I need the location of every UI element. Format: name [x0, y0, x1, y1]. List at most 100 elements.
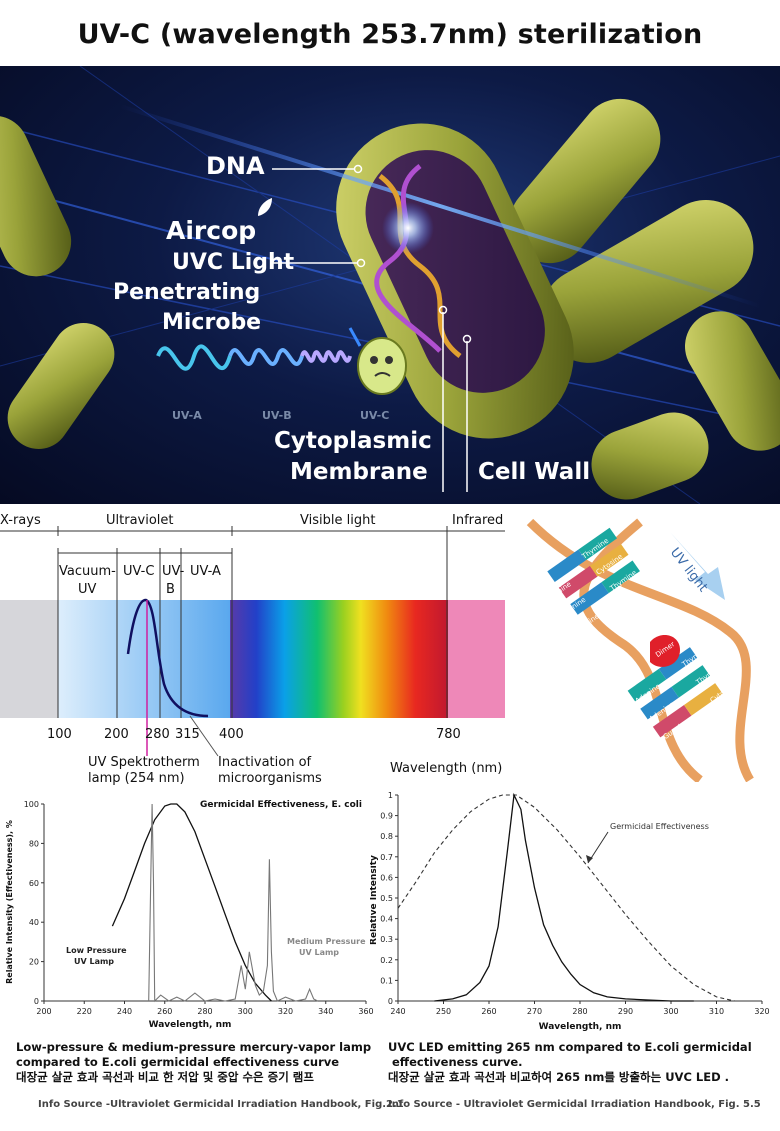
chart1-y-tick-label: 20	[29, 958, 39, 967]
cytoplasmic-label: Cytoplasmic	[274, 428, 432, 454]
chart2-y-tick-label: 0.3	[380, 935, 393, 944]
chart2-series-1-line	[397, 794, 735, 1002]
leader-lines	[272, 164, 472, 492]
chart1-annotation-medium: Medium Pressure	[287, 937, 366, 946]
chart1-annotation-medium-2: UV Lamp	[299, 948, 339, 957]
wavelength-axis-label: Wavelength (nm)	[390, 761, 503, 776]
uva-range-label: UV-A	[190, 564, 221, 579]
chart1-x-tick-label: 340	[318, 1007, 333, 1016]
germ-mascot-icon	[348, 327, 407, 395]
chart2-x-tick-label: 270	[527, 1007, 542, 1016]
uv-a-label: UV-A	[172, 409, 202, 422]
ultraviolet-label: Ultraviolet	[106, 513, 174, 528]
chart1-x-tick-label: 280	[197, 1007, 212, 1016]
chart2-y-tick-label: 0.9	[380, 812, 393, 821]
chart1-x-tick-label: 360	[358, 1007, 373, 1016]
chart2-series-2-line	[434, 792, 694, 1002]
chart2-annotation: Germicidal Effectiveness	[610, 822, 709, 831]
tick-280: 280	[145, 727, 170, 742]
right-caption-line1: UVC LED emitting 265 nm compared to E.co…	[388, 1040, 752, 1054]
inactivation-label-2: microorganisms	[218, 771, 322, 786]
band-dividers	[57, 536, 448, 718]
microbe-label: Microbe	[162, 310, 262, 335]
uv-b-label: UV-B	[262, 409, 292, 422]
page-title: UV-C (wavelength 253.7nm) sterilization …	[77, 19, 703, 120]
chart2-y-tick-label: 0.8	[380, 832, 393, 841]
tick-315: 315	[175, 727, 200, 742]
inactivation-label: Inactivation of	[218, 755, 312, 770]
inactivation-pointer	[189, 715, 219, 757]
chart2-x-tick-label: 320	[754, 1007, 769, 1016]
chart2-y-tick-label: 0.4	[380, 915, 393, 924]
chart1-ylabel: Relative Intensity (Effectiveness), %	[5, 820, 14, 984]
chart2-x-tick-label: 310	[709, 1007, 724, 1016]
lamp-label-2: lamp (254 nm)	[88, 771, 185, 786]
dna-dimer-diagram: UV light Adenine Guanine Adenine Thymine…	[526, 518, 754, 782]
tick-200: 200	[104, 727, 129, 742]
chart2-y-tick-label: 0.5	[380, 894, 393, 903]
tick-780: 780	[436, 727, 461, 742]
chart1-annotation-low-2: UV Lamp	[74, 957, 114, 966]
chart1-y-tick-label: 100	[24, 800, 39, 809]
chart2-y-tick-label: 0.7	[380, 853, 393, 862]
inactivation-curve	[126, 598, 209, 718]
chart2-y-tick-label: 0.1	[380, 976, 393, 985]
uvc-light-label: UVC Light	[172, 250, 295, 275]
uvb-range-label: UV-	[162, 564, 185, 579]
chart1-title: Germicidal Effectiveness, E. coli	[200, 800, 362, 810]
uv-c-label: UV-C	[360, 409, 390, 422]
chart2-x-tick-label: 240	[390, 1007, 405, 1016]
chart1-x-tick-label: 200	[36, 1007, 51, 1016]
chart1-x-tick-label: 320	[278, 1007, 293, 1016]
spectrum-section: X-rays Ultraviolet Visible light Infrare…	[0, 504, 780, 790]
chart2-y-tick-label: 0.6	[380, 873, 393, 882]
visible-band	[230, 600, 448, 718]
chart1-x-tick-label: 260	[157, 1007, 172, 1016]
uvb-range-label-2: B	[166, 582, 175, 597]
base-pairs	[547, 527, 723, 738]
chart1-y-tick-label: 80	[29, 839, 39, 848]
chart2-y-tick-label: 0.2	[380, 956, 393, 965]
brand-label: Aircop	[166, 216, 257, 245]
chart2-x-tick-label: 250	[436, 1007, 451, 1016]
chart2-x-tick-label: 300	[663, 1007, 678, 1016]
penetrating-label: Penetrating	[113, 280, 261, 305]
chart2-y-tick-label: 1	[388, 791, 393, 800]
cell-wall-label: Cell Wall	[478, 459, 591, 485]
infrared-band	[448, 600, 505, 718]
chart2-x-tick-label: 290	[618, 1007, 633, 1016]
hero-illustration: DNA Aircop UVC Light Penetrating Microbe…	[0, 66, 780, 504]
visible-light-label: Visible light	[300, 513, 376, 528]
infrared-label: Infrared	[452, 513, 504, 528]
vacuum-uv-label: Vacuum-	[59, 564, 116, 579]
tick-100: 100	[47, 727, 72, 742]
left-caption-line2: compared to E.coli germicidal effectiven…	[16, 1055, 340, 1069]
left-caption-line1: Low-pressure & medium-pressure mercury-v…	[16, 1040, 372, 1054]
chart1-x-tick-label: 220	[77, 1007, 92, 1016]
uv-impact-flare	[382, 202, 434, 254]
right-caption-line3: 대장균 살균 효과 곡선과 비교하여 265 nm를 방출하는 UVC LED …	[388, 1070, 730, 1084]
left-source: Info Source -Ultraviolet Germicidal Irra…	[38, 1099, 404, 1110]
leaf-icon	[258, 198, 272, 216]
chart2-ylabel: Relative Intensity	[370, 855, 379, 945]
uv-light-arrow-icon	[670, 532, 725, 600]
chart2-y-tick-label: 0	[388, 997, 393, 1006]
uv-waves	[156, 344, 352, 371]
right-source: Info Source - Ultraviolet Germicidal Irr…	[388, 1099, 761, 1110]
xrays-label: X-rays	[0, 513, 41, 528]
chart1-x-tick-label: 240	[117, 1007, 132, 1016]
chart2-x-tick-label: 280	[572, 1007, 587, 1016]
left-caption-line3: 대장균 살균 효과 곡선과 비교 한 저압 및 중압 수은 증기 램프	[16, 1070, 314, 1084]
chart1-x-tick-label: 300	[238, 1007, 253, 1016]
uvc-range-label: UV-C	[123, 564, 155, 579]
chart2-xlabel: Wavelength, nm	[539, 1022, 622, 1032]
chart2-annotation-arrowhead	[586, 855, 593, 863]
chart1-series-2-line	[148, 803, 318, 1003]
uv-band	[58, 600, 230, 718]
right-caption-line2: effectiveness curve.	[388, 1055, 523, 1069]
chart1-y-tick-label: 0	[34, 997, 39, 1006]
vacuum-uv-label-2: UV	[78, 582, 97, 597]
membrane-label: Membrane	[290, 459, 428, 485]
